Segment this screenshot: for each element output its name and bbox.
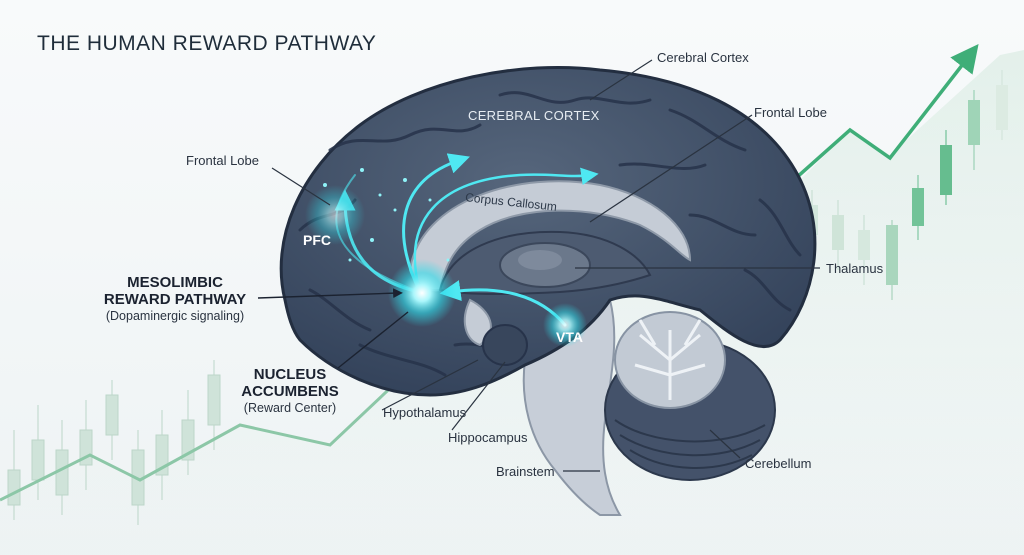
- nucleus-sub: (Reward Center): [243, 400, 337, 415]
- label-cerebral-cortex: Cerebral Cortex: [657, 50, 749, 65]
- label-cerebral-cortex-inner: CEREBRAL CORTEX: [468, 108, 600, 123]
- mesolimbic-line1: MESOLIMBIC: [127, 274, 223, 291]
- label-hippocampus: Hippocampus: [448, 430, 528, 445]
- label-frontal-lobe-right: Frontal Lobe: [754, 105, 827, 120]
- nucleus-line2: ACCUMBENS: [241, 383, 339, 401]
- trend-line: [0, 358, 422, 502]
- label-frontal-lobe-left: Frontal Lobe: [186, 153, 259, 168]
- pfc-glow: [305, 185, 365, 245]
- nucleus-line1: NUCLEUS: [253, 366, 327, 383]
- mesolimbic-sub: (Dopaminergic signaling): [105, 308, 245, 323]
- nucleus-accumbens-callout: NUCLEUS ACCUMBENS (Reward Center): [240, 366, 340, 415]
- leader-lines: [271, 59, 820, 472]
- label-thalamus: Thalamus: [826, 261, 884, 276]
- glow-particles: [323, 168, 450, 262]
- label-hypothalamus: Hypothalamus: [383, 405, 467, 420]
- page-title: THE HUMAN REWARD PATHWAY: [37, 32, 377, 55]
- cerebellum-shape: [604, 311, 776, 481]
- vta-glow: [543, 303, 587, 347]
- label-pfc: PFC: [303, 232, 331, 248]
- mesolimbic-callout: MESOLIMBIC REWARD PATHWAY (Dopaminergic …: [95, 274, 255, 323]
- label-cerebellum: Cerebellum: [745, 456, 812, 471]
- mesolimbic-line2: REWARD PATHWAY: [103, 291, 247, 309]
- label-brainstem: Brainstem: [496, 464, 555, 479]
- nucleus-accumbens-glow: [388, 259, 456, 327]
- gyri-lines: [298, 91, 802, 377]
- label-vta: VTA: [556, 329, 583, 345]
